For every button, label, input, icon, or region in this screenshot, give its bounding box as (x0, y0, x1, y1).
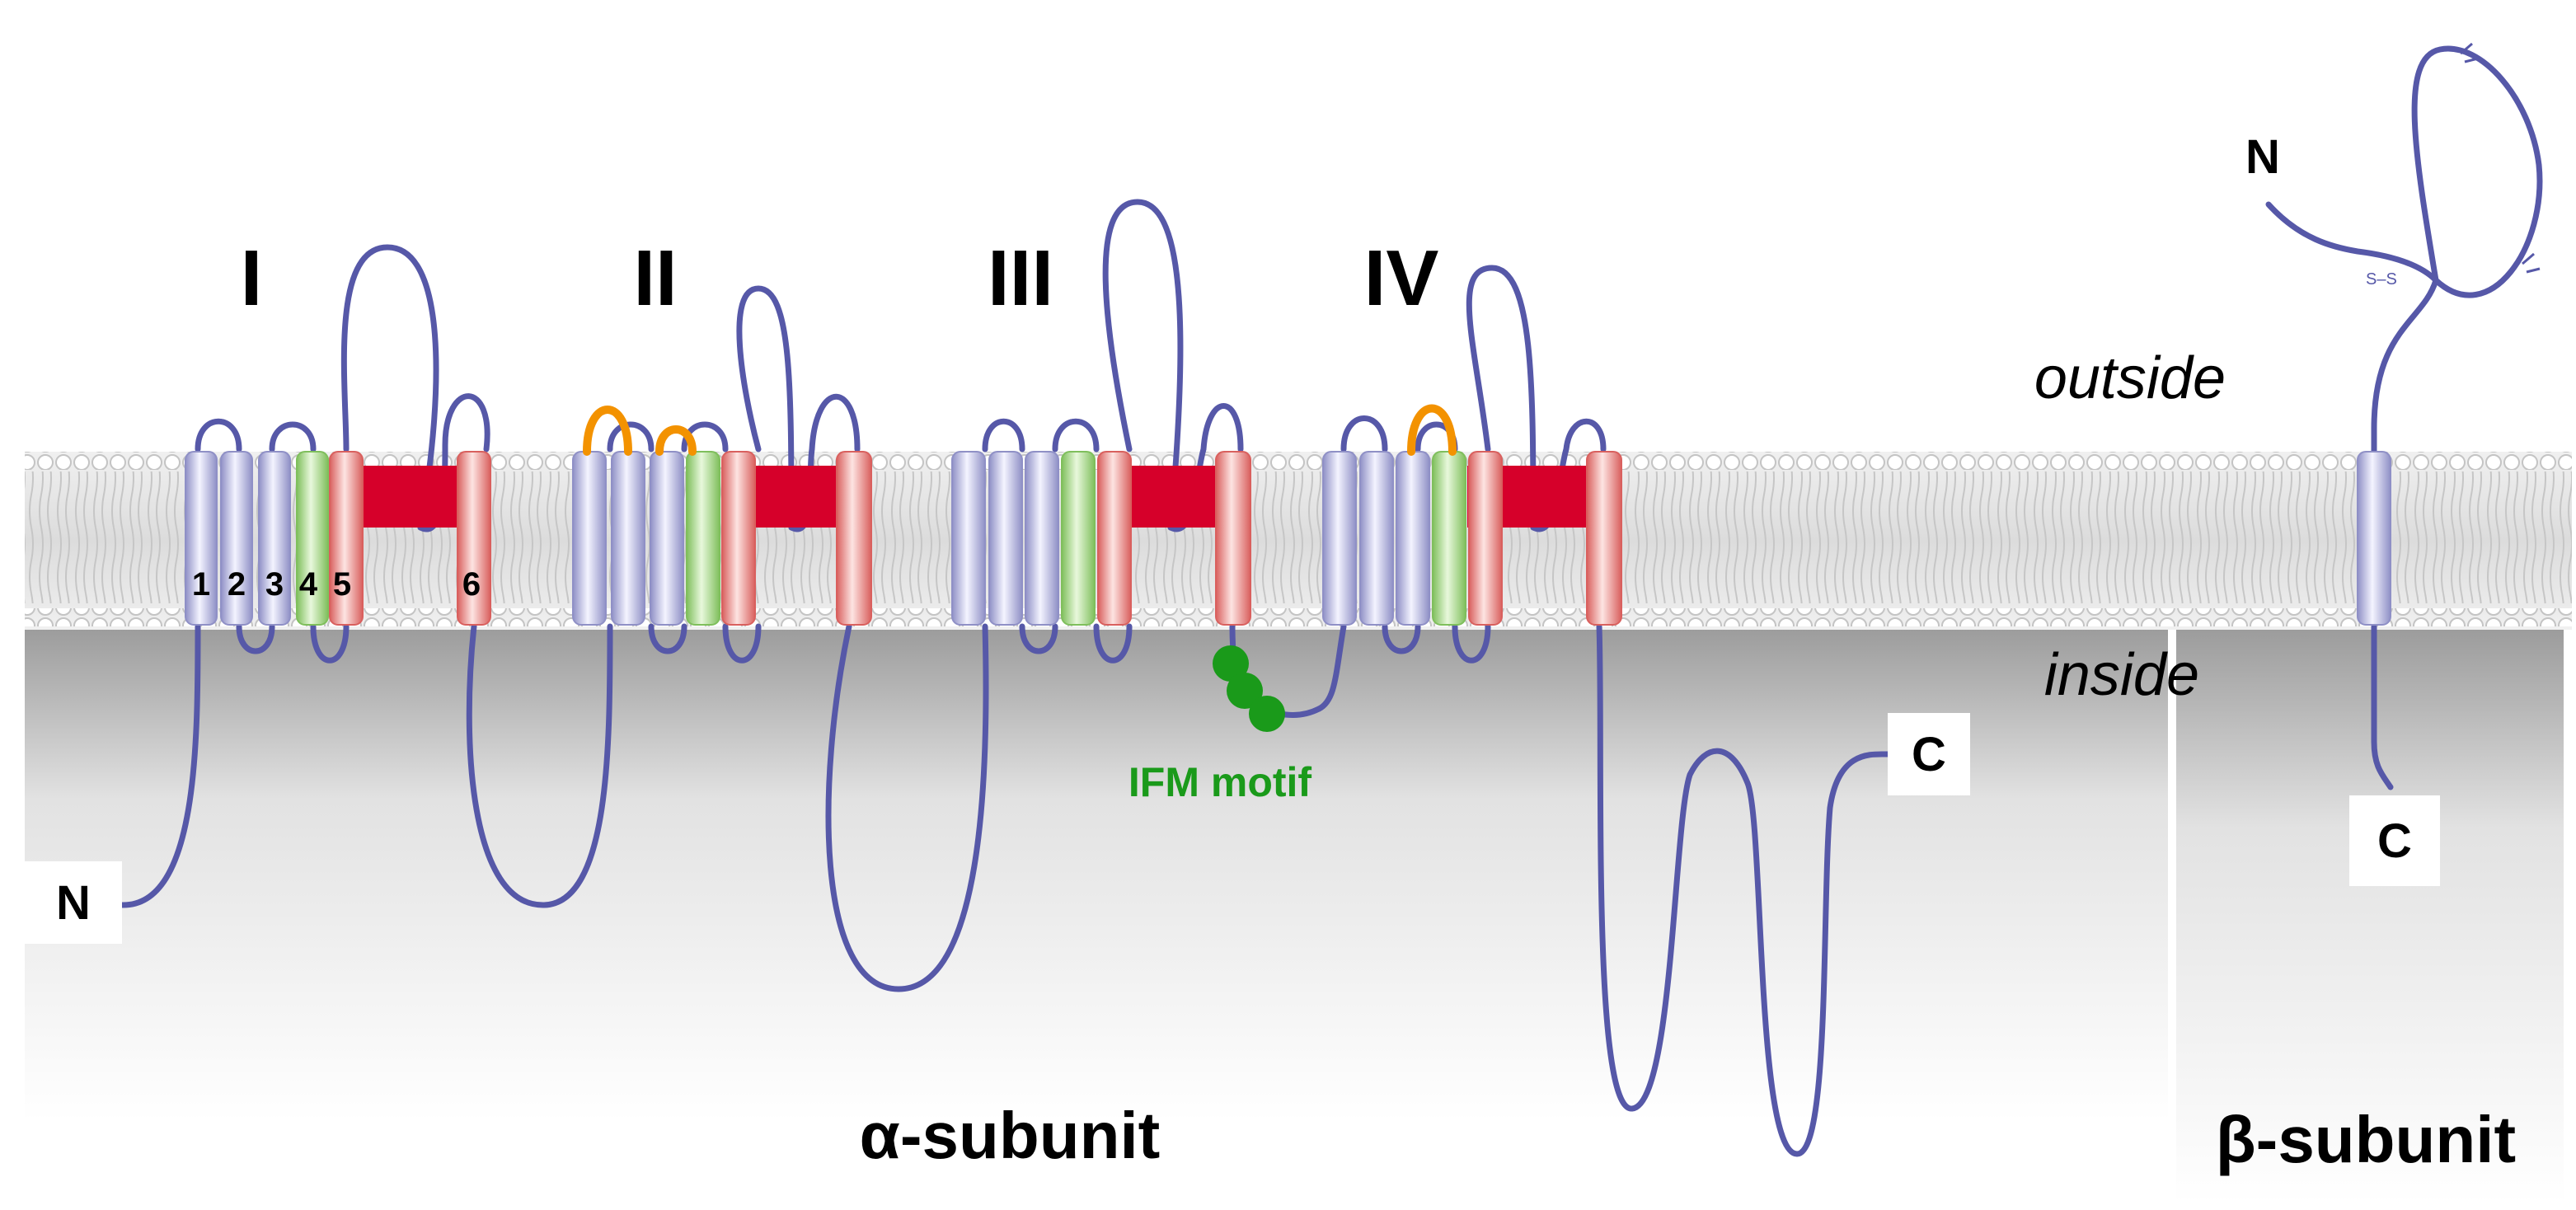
ifm-motif-label: IFM motif (1128, 759, 1312, 805)
beta-chain (2265, 45, 2543, 790)
domain-iv-label: IV (1364, 234, 1439, 322)
outside-label: outside (2034, 345, 2226, 411)
beta-n-terminal-label: N (2245, 130, 2280, 184)
beta-helix (2357, 451, 2391, 626)
segment-numbers: 1 2 3 4 5 6 (192, 566, 481, 603)
beta-c-terminal-label: C (2377, 814, 2412, 868)
beta-glycosylation-marks (2460, 42, 2541, 274)
segment-5-label: 5 (333, 566, 351, 603)
segment-1-label: 1 (192, 566, 210, 603)
orange-arcs (583, 404, 1457, 456)
lipid-bilayer (25, 452, 2572, 630)
beta-c-terminal-box (2349, 795, 2440, 886)
domain-i-label: I (241, 234, 263, 322)
cytoplasm-background-beta (2176, 626, 2564, 1203)
segment-3-label: 3 (265, 566, 284, 603)
inside-label: inside (2044, 642, 2199, 708)
transmembrane-helices (185, 451, 1622, 626)
segment-4-label: 4 (299, 566, 318, 603)
alpha-chain (119, 199, 1891, 1157)
segment-2-label: 2 (228, 566, 246, 603)
alpha-n-terminal-label: N (56, 876, 91, 930)
beta-subunit-title: β-subunit (2216, 1103, 2516, 1176)
alpha-n-terminal-box (25, 861, 122, 944)
alpha-c-terminal-box (1888, 713, 1970, 795)
ifm-motif-beads (1213, 645, 1285, 732)
domain-iii-label: III (988, 234, 1053, 322)
segment-6-label: 6 (462, 566, 481, 603)
domain-ii-label: II (633, 234, 677, 322)
alpha-c-terminal-label: C (1912, 728, 1946, 781)
beta-disulfide-label: S–S (2366, 270, 2397, 288)
alpha-subunit-title: α-subunit (860, 1099, 1161, 1172)
cytoplasm-background (25, 626, 2168, 1121)
